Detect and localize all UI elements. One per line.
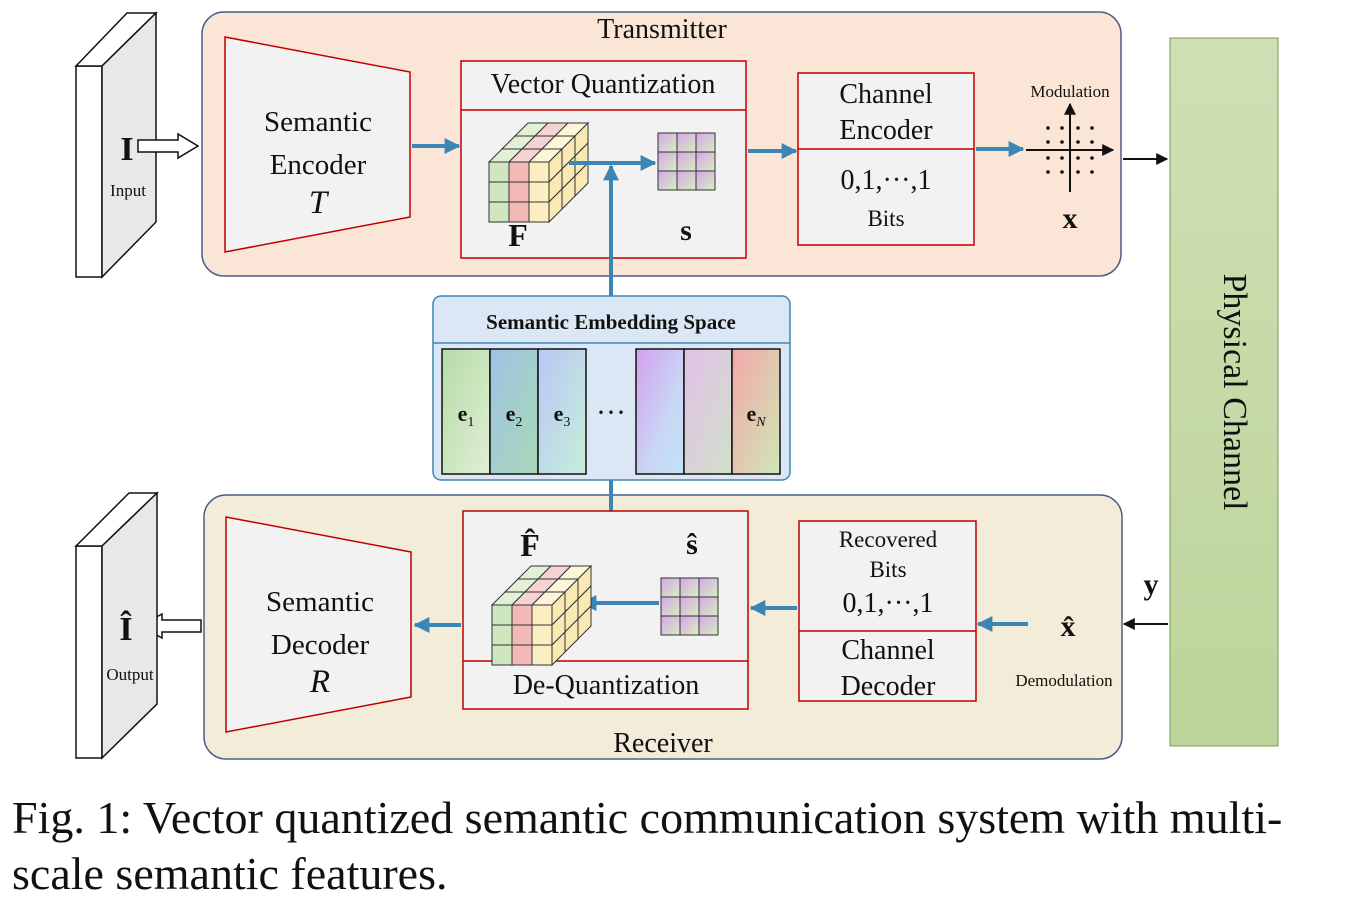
semantic-encoder-line2: Encoder [270,149,367,181]
index-grid-icon [657,132,716,191]
dequant-feature-label: F̂ [520,527,540,563]
recovered-bits-value: 0,1,···,1 [843,588,934,619]
channel-encoder-line2: Encoder [839,115,933,146]
embedding-vector-4 [635,348,685,475]
input-label: Input [110,181,146,200]
semantic-decoder-line1: Semantic [266,586,374,618]
semantic-embedding-space-block: Semantic Embedding Space e1 e2 e3 eN ··· [432,295,791,481]
embedding-vector-2 [489,348,539,475]
vq-feature-label: F [508,217,528,253]
embedding-vector-1 [441,348,491,475]
channel-encoder-bits-value: 0,1,···,1 [841,165,932,196]
semantic-decoder-line2: Decoder [271,629,370,661]
output-image-icon [74,491,159,760]
demodulated-symbol: x̂ [1061,610,1076,643]
physical-channel-block: Physical Channel [1169,37,1279,747]
received-symbol: y [1144,568,1159,601]
vq-index-label: s [680,214,692,247]
embedding-vector-3 [537,348,587,475]
channel-decoder-block: Recovered Bits 0,1,···,1 Channel Decoder [798,520,977,702]
vq-title: Vector Quantization [491,69,716,100]
dequant-title: De-Quantization [513,670,700,701]
semantic-decoder-block: Semantic Decoder R [225,516,412,733]
embedding-vector-5 [683,348,733,475]
transmit-symbol: x [1063,202,1078,235]
modulation-label: Modulation [1030,82,1110,101]
recovered-index-grid-icon [660,577,719,636]
receiver-title: Receiver [613,728,713,759]
recovered-bits-line2: Bits [869,557,906,582]
semantic-decoder-symbol: R [309,664,330,700]
input-arrow-icon [137,132,200,160]
embedding-label-e2: e2 [506,401,523,430]
input-image-icon [74,11,158,279]
physical-channel-label: Physical Channel [1216,273,1253,510]
embedding-vector-n [731,348,781,475]
embedding-label-e1: e1 [458,401,475,430]
channel-encoder-block: Channel Encoder 0,1,···,1 Bits [797,72,975,246]
output-label: Output [106,665,154,684]
demodulation-label: Demodulation [1015,671,1113,690]
dequant-index-label: ŝ [686,528,698,561]
semantic-encoder-symbol: T [309,185,330,221]
recovered-bits-line1: Recovered [839,527,938,552]
recovered-feature-cube-icon [490,564,593,667]
constellation-icon [1026,102,1115,192]
embedding-space-title: Semantic Embedding Space [486,310,736,334]
semantic-encoder-line1: Semantic [264,106,372,138]
figure-caption: Fig. 1: Vector quantized semantic commun… [12,792,1283,899]
system-diagram: Transmitter I Input Semantic Encoder T V… [74,11,1279,760]
embedding-ellipsis: ··· [596,396,626,429]
embedding-label-en: eN [746,401,766,430]
channel-decoder-line2: Decoder [841,671,937,702]
semantic-encoder-block: Semantic Encoder T [224,36,411,253]
embedding-label-e3: e3 [554,401,571,430]
transmitter-title: Transmitter [597,14,727,45]
channel-encoder-line1: Channel [839,79,933,110]
channel-decoder-line1: Channel [841,635,935,666]
output-symbol: Î [119,610,132,648]
input-symbol: I [120,131,133,168]
channel-encoder-bits-label: Bits [867,206,904,231]
